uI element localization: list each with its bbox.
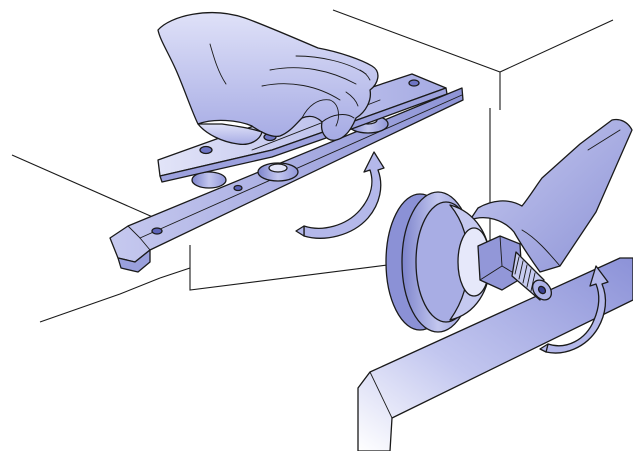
hand xyxy=(157,12,379,146)
tighten-nut-arrow xyxy=(539,265,609,354)
mounting-panel xyxy=(357,257,633,451)
wrench xyxy=(469,118,633,273)
roller-wheel xyxy=(385,191,491,333)
rotate-carriage-arrow xyxy=(295,151,385,239)
threaded-shaft xyxy=(511,251,553,301)
mounting-table xyxy=(11,9,614,323)
